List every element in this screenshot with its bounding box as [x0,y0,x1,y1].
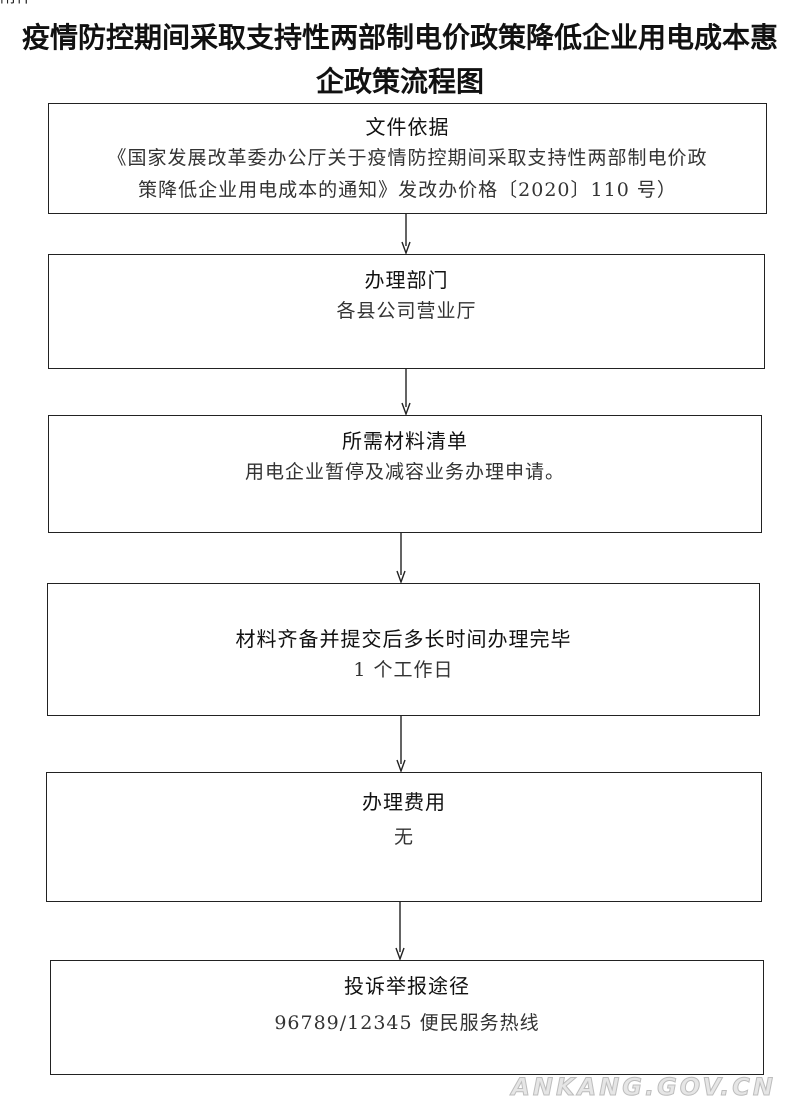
step-body-line: 策降低企业用电成本的通知》发改办价格〔2020〕110 号） [138,179,677,201]
step-title: 文件依据 [365,115,450,139]
arrow-down-icon [401,369,411,415]
step-box-complaint-channel: 投诉举报途径 96789/12345 便民服务热线 [50,960,764,1075]
arrow-down-icon [396,533,406,583]
step-box-required-materials: 所需材料清单 用电企业暂停及减容业务办理申请。 [48,415,762,533]
step-body-line: 96789/12345 便民服务热线 [274,1012,540,1034]
step-title: 办理费用 [362,790,446,814]
step-title: 所需材料清单 [342,429,468,453]
step-body-line: 1 个工作日 [353,659,454,681]
step-body-line: 《国家发展改革委办公厅关于疫情防控期间采取支持性两部制电价政 [107,147,708,169]
page-title-line-2: 企政策流程图 [315,65,484,98]
arrow-down-icon [401,214,411,254]
watermark-text: ANKANG.GOV.CN [511,1073,776,1102]
step-title: 材料齐备并提交后多长时间办理完毕 [235,627,572,651]
step-title: 办理部门 [364,268,449,292]
arrow-down-icon [395,902,405,960]
page-title-line-1: 疫情防控期间采取支持性两部制电价政策降低企业用电成本惠 [21,21,778,54]
step-box-handling-department: 办理部门 各县公司营业厅 [48,254,765,369]
step-box-document-basis: 文件依据 《国家发展改革委办公厅关于疫情防控期间采取支持性两部制电价政 策降低企… [48,103,767,214]
step-box-processing-time: 材料齐备并提交后多长时间办理完毕 1 个工作日 [47,583,760,716]
header-fragment: 附件 [0,0,42,6]
step-title: 投诉举报途径 [344,974,470,998]
step-body-line: 用电企业暂停及减容业务办理申请。 [244,461,565,483]
step-box-fees: 办理费用 无 [46,772,762,902]
step-body-line: 无 [393,826,414,848]
step-body-line: 各县公司营业厅 [336,300,477,322]
arrow-down-icon [396,716,406,772]
